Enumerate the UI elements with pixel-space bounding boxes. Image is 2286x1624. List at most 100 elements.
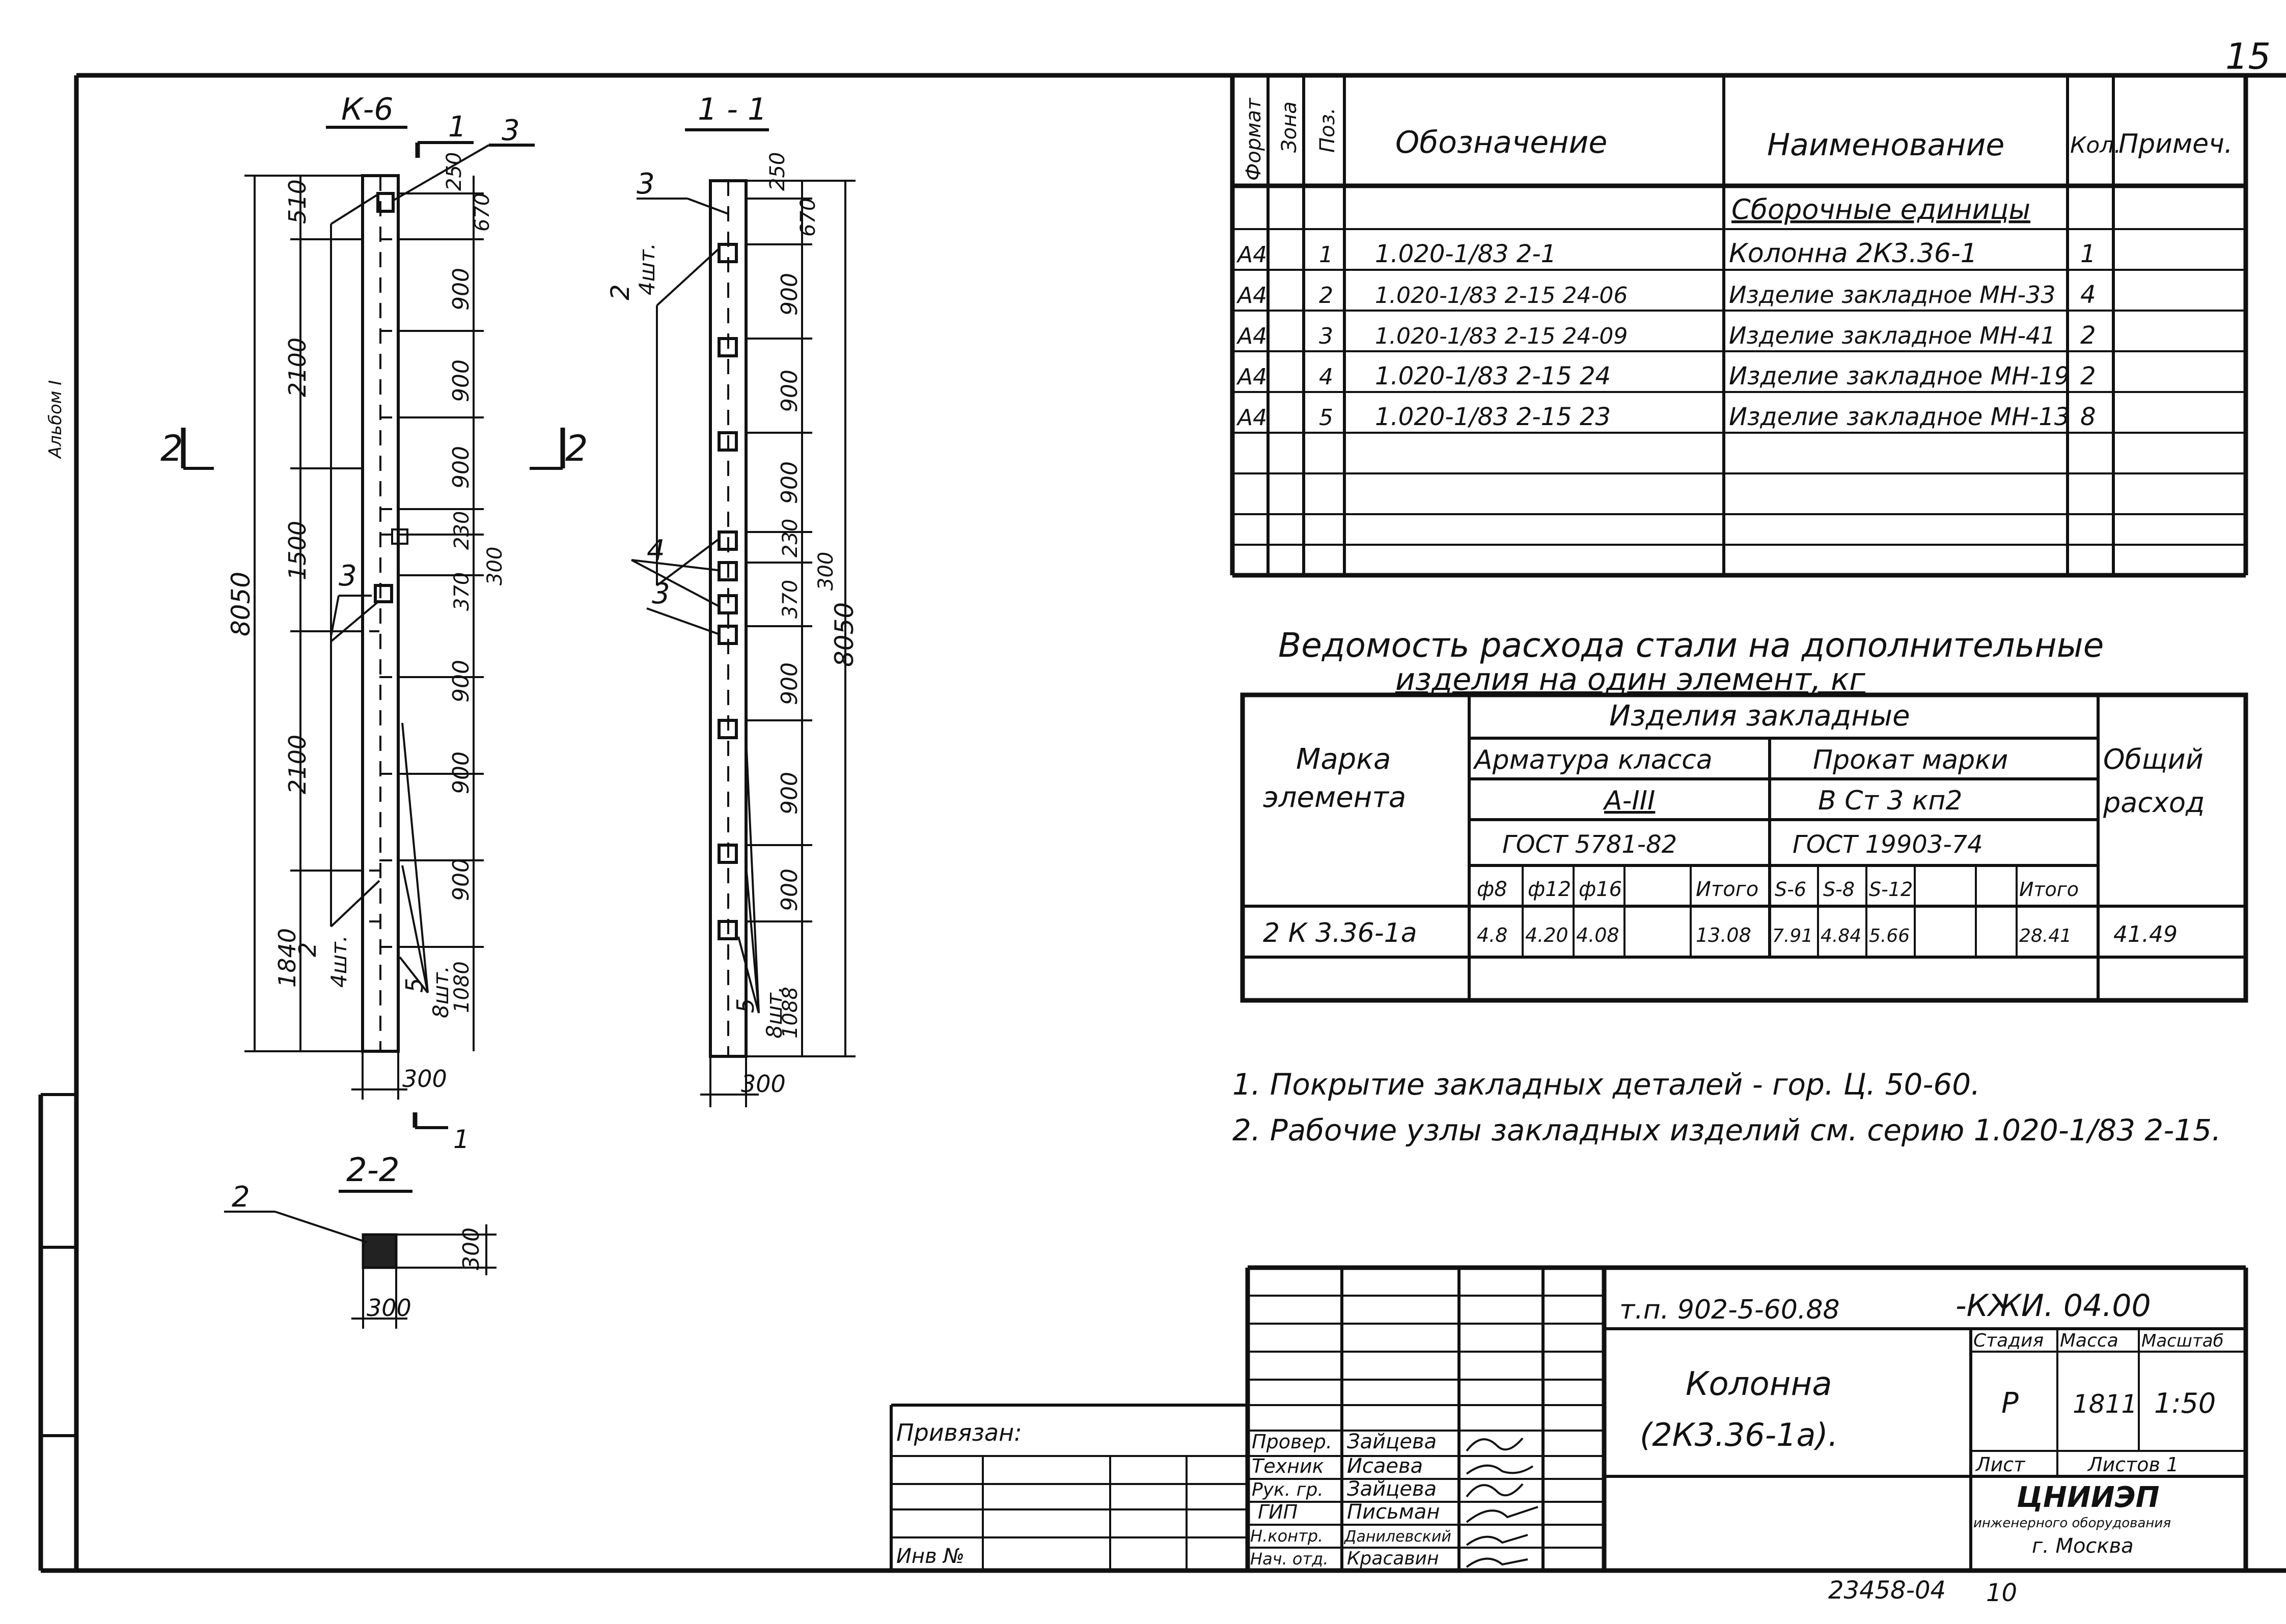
steel-val-s12: 5.66	[1869, 926, 1910, 946]
sheet-frame	[38, 73, 2286, 1573]
steel-val-rolled-total: 28.41	[2019, 926, 2072, 946]
spec-cell-format: А4	[1236, 283, 1267, 309]
spec-cell-pos: 1	[1319, 242, 1333, 268]
steel-h-items: Изделия закладные	[1609, 699, 1910, 733]
spec-cell-format: А4	[1236, 405, 1267, 431]
note-1: 1. Покрытие закладных деталей - гор. Ц. …	[1232, 1067, 1980, 1102]
tb-stage-h: Стадия	[1973, 1330, 2044, 1351]
dim-right-900e: 900	[448, 751, 474, 794]
spec-cell-pos: 3	[1319, 323, 1333, 349]
spec-h-qty: Кол.	[2070, 132, 2121, 158]
dim-right-370: 370	[450, 572, 474, 611]
spec-row: А4 4 1.020-1/83 2-15 24 Изделие закладно…	[1236, 362, 2096, 390]
tb-scale: 1:50	[2154, 1387, 2216, 1419]
callout-5-k6: 5	[401, 978, 428, 993]
tb-role-gip: ГИП	[1258, 1501, 1298, 1523]
steel-val-total: 41.49	[2113, 921, 2178, 947]
spec-cell-name: Изделие закладное МН-13	[1729, 403, 2070, 431]
tb-privyazan: Привязан:	[896, 1419, 1022, 1446]
s22-callout-2: 2	[232, 1181, 250, 1214]
steel-h-rebar-gost: ГОСТ 5781-82	[1502, 830, 1677, 859]
spec-cell-designation: 1.020-1/83 2-15 24-09	[1375, 323, 1628, 349]
s11-callout-3-mid: 3	[652, 577, 670, 610]
s11-dim-670: 670	[796, 198, 820, 237]
steel-sub-f8: ф8	[1477, 878, 1507, 901]
spec-cell-qty: 1	[2080, 240, 2096, 268]
s11-callout-2-qty: 4шт.	[635, 243, 659, 295]
tb-role-ncontr: Н.контр.	[1250, 1526, 1323, 1546]
dim-right-670: 670	[471, 193, 494, 232]
s22-height-300: 300	[458, 1227, 484, 1270]
tb-stage: Р	[2001, 1387, 2019, 1420]
steel-h-total: Общий	[2103, 743, 2204, 775]
steel-h-total2: расход	[2103, 787, 2205, 819]
view-k6: К-6 1 3 510	[160, 92, 588, 1154]
spec-h-format: Формат	[1242, 97, 1265, 181]
tb-name-head: Красавин	[1347, 1548, 1439, 1569]
spec-row: А4 3 1.020-1/83 2-15 24-09 Изделие закла…	[1236, 321, 2096, 350]
spec-h-note: Примеч.	[2118, 129, 2233, 159]
steel-h-rebar-class: А-III	[1603, 786, 1655, 816]
tb-role-check: Провер.	[1252, 1431, 1332, 1453]
steel-sub-s8: S-8	[1823, 878, 1855, 901]
tb-inv: Инв №	[896, 1545, 965, 1568]
tb-name-line1: Колонна	[1686, 1365, 1832, 1403]
callout-3-top: 3	[502, 114, 520, 147]
tb-name-gip: Письман	[1347, 1500, 1440, 1524]
s11-dim-900f: 900	[777, 869, 803, 911]
steel-val-s6: 7.91	[1772, 926, 1813, 946]
s11-dim-1088: 1088	[779, 987, 802, 1039]
tb-role-tech: Техник	[1252, 1455, 1324, 1477]
tb-role-lead: Рук. гр.	[1252, 1479, 1324, 1500]
spec-cell-pos: 5	[1319, 405, 1333, 431]
view-k6-title: К-6	[341, 92, 393, 127]
callout-3-mid: 3	[339, 559, 357, 593]
spec-cell-name: Изделие закладное МН-19	[1729, 362, 2070, 390]
tb-mass: 1811	[2073, 1389, 2137, 1419]
spec-cell-format: А4	[1236, 364, 1267, 390]
spec-row: А4 5 1.020-1/83 2-15 23 Изделие закладно…	[1236, 403, 2096, 431]
steel-val-f8: 4.8	[1477, 924, 1507, 946]
spec-row: А4 2 1.020-1/83 2-15 24-06 Изделие закла…	[1236, 281, 2096, 309]
spec-h-name: Наименование	[1767, 127, 2004, 163]
spec-cell-qty: 8	[2080, 403, 2096, 431]
steel-row-mark: 2 К 3.36-1а	[1263, 918, 1417, 948]
steel-table: Ведомость расхода стали на дополнительны…	[1240, 626, 2248, 1003]
s11-dim-900b: 900	[777, 370, 803, 412]
s11-dim-total-8050: 8050	[830, 602, 859, 667]
tb-name-line2: (2К3.36-1а).	[1640, 1416, 1838, 1453]
spec-cell-designation: 1.020-1/83 2-15 24-06	[1375, 283, 1628, 309]
tb-bottom-page: 10	[1986, 1579, 2017, 1607]
tb-sheets-h: Листов 1	[2087, 1453, 2179, 1476]
s11-callout-2: 2	[605, 284, 635, 300]
tb-sheet-h: Лист	[1975, 1453, 2026, 1476]
s11-callout-3-top: 3	[637, 167, 655, 201]
dim-right-900c: 900	[448, 446, 474, 489]
dim-left-510: 510	[284, 179, 311, 224]
steel-title-2: изделия на один элемент, кг	[1395, 662, 1865, 697]
steel-h-rolled: Прокат марки	[1813, 745, 2008, 775]
spec-cell-qty: 2	[2080, 362, 2096, 390]
dim-right-230: 230	[450, 511, 474, 550]
tb-name-ncontr: Данилевский	[1343, 1528, 1451, 1546]
section-2-left: 2	[160, 428, 183, 469]
steel-h-rolled-grade: В Ст 3 кп2	[1818, 786, 1962, 816]
section-mark-1-top: 1	[448, 110, 466, 144]
steel-h-element: элемента	[1263, 781, 1406, 814]
spec-h-pos: Поз.	[1316, 107, 1339, 153]
section-mark-1-bottom: 1	[453, 1125, 470, 1154]
dim-total-8050-k6: 8050	[226, 572, 256, 636]
spec-h-zone: Зона	[1278, 101, 1301, 153]
steel-h-rebar: Арматура класса	[1473, 745, 1713, 775]
steel-val-s8: 4.84	[1821, 926, 1861, 946]
callout-2-qty-k6: 4шт.	[326, 935, 351, 988]
specification-table: Формат Зона Поз. Обозначение Наименовани…	[1230, 75, 2248, 578]
steel-sub-s12: S-12	[1869, 878, 1913, 901]
s11-dim-900c: 900	[777, 461, 803, 504]
callout-2-k6: 2	[294, 942, 321, 957]
dim-right-900a: 900	[448, 268, 474, 311]
dim-right-900b: 900	[448, 359, 474, 402]
dim-left-1840: 1840	[273, 928, 301, 988]
tb-name-lead: Зайцева	[1347, 1477, 1437, 1501]
tb-bottom-number: 23458-04	[1828, 1576, 1946, 1605]
